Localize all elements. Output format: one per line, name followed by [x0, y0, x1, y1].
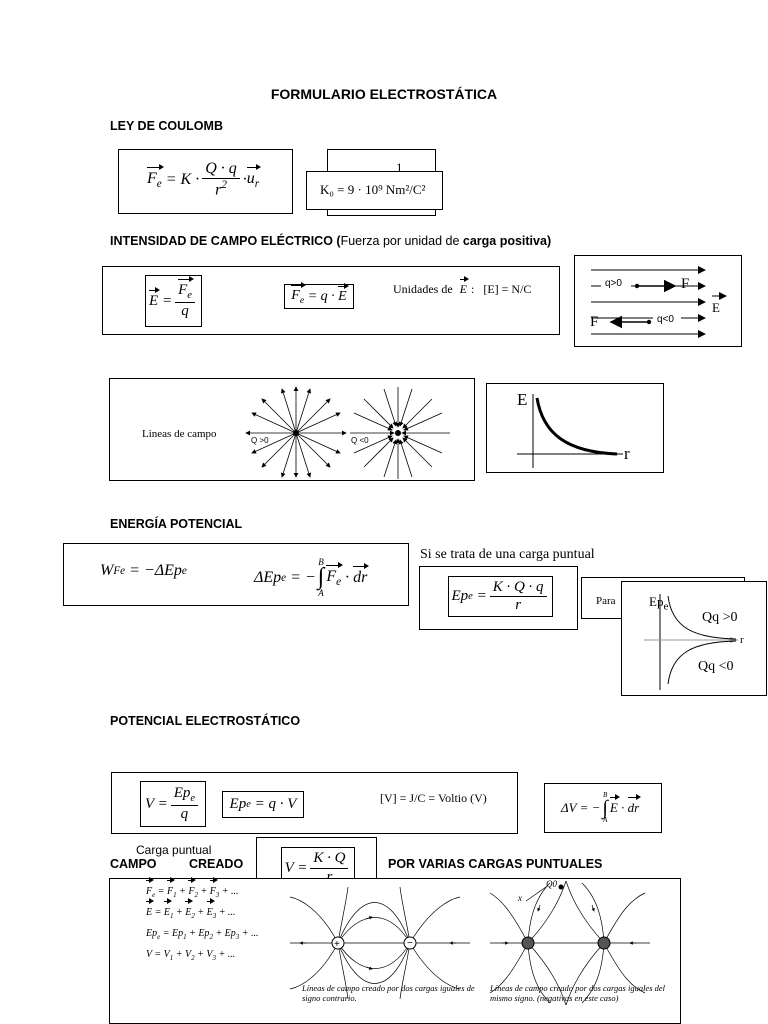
- positive-charge-lines: [245, 386, 347, 478]
- positive-charge: [293, 430, 299, 436]
- coulomb-heading: LEY DE COULOMB: [110, 119, 223, 133]
- campo-heading: INTENSIDAD DE CAMPO ELÉCTRICO (Fuerza po…: [110, 234, 551, 248]
- potencial-units: [V] = J/C = Voltio (V): [380, 791, 487, 805]
- qq-positive-label: Qq >0: [702, 610, 738, 625]
- svg-text:−: −: [407, 938, 413, 949]
- dipole-field-lines: + −: [289, 880, 650, 1006]
- delta-v-formula: ΔV = −B∫A E · dr: [561, 791, 641, 824]
- field-label: E: [712, 300, 720, 315]
- k-constant-hidden-digit: 1: [396, 160, 403, 175]
- field-lines-label: Lineas de campo: [142, 428, 217, 440]
- negative-charge: [395, 430, 401, 436]
- same-sign-caption: Líneas de campo creado por dos cargas ig…: [490, 983, 666, 1003]
- graph-e-label: E: [517, 390, 528, 409]
- campo-heading-bold: INTENSIDAD DE CAMPO ELÉCTRICO (: [110, 234, 341, 248]
- force-arrows-svg: [591, 266, 727, 338]
- qq-negative-label: Qq <0: [698, 659, 734, 674]
- para-label: Para: [596, 595, 616, 607]
- field-lines-box: Lineas de campo: [109, 378, 475, 481]
- superposition-formulas: Fe = F1 + F2 + F3 + ... E = E1 + E2 + E3…: [146, 877, 259, 967]
- page-title: FORMULARIO ELECTROSTÁTICA: [270, 86, 498, 102]
- carga-puntual-small: Carga puntual: [136, 843, 212, 857]
- q-negative-field-label: Q <0: [351, 436, 369, 445]
- e-vs-r-graph: [517, 394, 623, 468]
- varias-cargas-heading: POR VARIAS CARGAS PUNTUALES: [388, 857, 603, 871]
- campo-word: CAMPO: [110, 857, 157, 871]
- q-negative-label: q<0: [657, 314, 674, 325]
- campo-heading-close: ): [546, 234, 552, 248]
- potencial-heading: POTENCIAL ELECTROSTÁTICO: [110, 714, 301, 728]
- force-superposition: Fe = F1 + F2 + F3 + ...: [146, 877, 259, 904]
- delta-v-box: ΔV = −B∫A E · dr: [544, 783, 662, 833]
- force-direction-diagram: q>0 F E F q<0: [574, 255, 742, 347]
- ep-graph-box: Epe Qq >0 r Qq <0: [621, 581, 767, 696]
- campo-units-label: Unidades de: [393, 282, 453, 296]
- campo-heading-bold2: carga positiva: [462, 234, 547, 248]
- campo-heading-normal: Fuerza por unidad de: [340, 234, 463, 248]
- ep-graph-label-main: Ep: [649, 594, 664, 609]
- e-vs-r-graph-box: E r: [486, 383, 664, 473]
- ep-graph-label-sub: e: [663, 600, 669, 613]
- energia-heading: ENERGÍA POTENCIAL: [110, 517, 243, 531]
- field-lines-svg: [245, 386, 450, 479]
- energy-superposition: Epe = Ep1 + Ep2 + Ep3 + ...: [146, 928, 259, 941]
- creado-word: CREADO: [189, 857, 244, 871]
- campo-units-value: [E] = N/C: [483, 282, 532, 296]
- negative-charge-lines: [350, 387, 450, 479]
- q0-label: Q0: [546, 879, 557, 889]
- svg-text:+: +: [334, 939, 340, 950]
- fuerza-campo: Fe = q · E: [284, 281, 354, 309]
- k-constant-box: K₀ = 9 · 10⁹ Nm²/C²: [306, 171, 443, 210]
- campo-units: Unidades de E: [E] = N/C: [393, 276, 532, 296]
- potential-superposition: V = V1 + V2 + V3 + ...: [146, 949, 236, 962]
- carga-puntual-label: Si se trata de una carga puntual: [420, 547, 595, 562]
- ep-vs-r-graph: [644, 594, 738, 690]
- force-label-bottom: F: [590, 314, 599, 330]
- q-positive-field-label: Q >0: [251, 436, 269, 445]
- force-label-top: F: [681, 276, 690, 292]
- graph-r-label: r: [624, 444, 630, 463]
- q-positive-label: q>0: [605, 278, 622, 289]
- ep-graph-label: Epe: [649, 594, 668, 613]
- ep-graph-r-label: r: [740, 634, 744, 646]
- field-superposition: E = E1 + E2 + E3 + ...: [146, 898, 259, 925]
- x-label: x: [518, 893, 522, 903]
- k-constant-text: K₀ = 9 · 10⁹ Nm²/C²: [320, 182, 426, 197]
- superposition-box: Fe = F1 + F2 + F3 + ... E = E1 + E2 + E3…: [109, 877, 681, 1024]
- dipole-caption: Líneas de campo creado por dos cargas ig…: [302, 983, 475, 1003]
